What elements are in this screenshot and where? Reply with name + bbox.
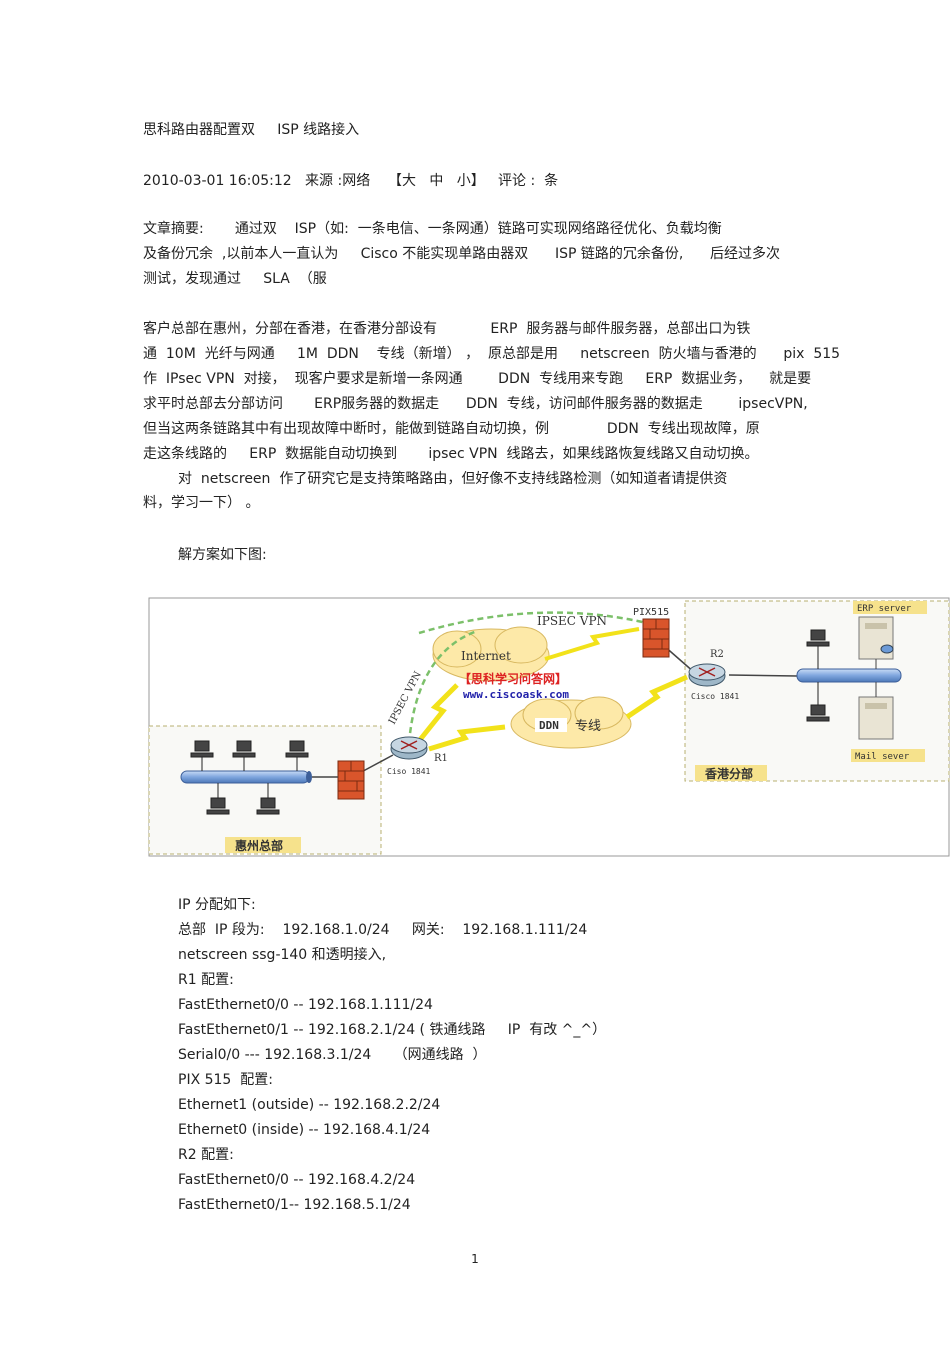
abstract-line: 及备份冗余 ,以前本人一直认为 Cisco 不能实现单路由器双 ISP 链路的冗…	[143, 246, 781, 262]
mail-server-label: Mail sever	[855, 752, 910, 762]
internet-label: Internet	[461, 649, 511, 663]
ip-line: FastEthernet0/1 -- 192.168.2.1/24 ( 铁通线路…	[178, 1022, 607, 1038]
mail-server-icon	[858, 682, 894, 740]
ip-line: Serial0/0 --- 192.168.3.1/24 （网通线路 ）	[178, 1047, 487, 1063]
body-line: 通 10M 光纤与网通 1M DDN 专线（新增） ， 原总部是用 netscr…	[143, 346, 841, 362]
pc-icon	[806, 629, 830, 722]
ip-line: FastEthernet0/1-- 192.168.5.1/24	[178, 1197, 411, 1213]
link-internet-pix	[544, 627, 640, 661]
body-line: 但当这两条链路其中有出现故障中断时，能做到链路自动切换，例 DDN 专线出现故障…	[143, 421, 760, 437]
network-diagram: IPSEC VPN IPSEC VPN PIX515 Internet 【思科学…	[148, 597, 950, 857]
body-line: 求平时总部去分部访问 ERP服务器的数据走 DDN 专线，访问邮件服务器的数据走…	[143, 396, 808, 412]
ddn-cloud	[510, 696, 632, 749]
ip-line: FastEthernet0/0 -- 192.168.4.2/24	[178, 1172, 416, 1188]
page-number: 1	[471, 1252, 479, 1266]
ddn-label: DDN	[539, 719, 559, 732]
body-line: 作 IPsec VPN 对接， 现客户要求是新增一条网通 DDN 专线用来专跑 …	[143, 371, 812, 387]
ciso1841-r1-label: Ciso 1841	[387, 767, 431, 776]
ip-line: 总部 IP 段为: 192.168.1.0/24 网关: 192.168.1.1…	[178, 922, 588, 938]
ipsec-vpn-top-label: IPSEC VPN	[537, 614, 607, 628]
ip-line: FastEthernet0/0 -- 192.168.1.111/24	[178, 997, 433, 1013]
ip-line: R2 配置:	[178, 1147, 234, 1163]
abstract-line: 文章摘要: 通过双 ISP（如: 一条电信、一条网通）链路可实现网络路径优化、负…	[143, 221, 722, 237]
pc-icon	[190, 740, 309, 815]
r2-router-icon	[688, 663, 726, 687]
ip-line: IP 分配如下:	[178, 897, 256, 913]
ipsec-vpn-diag	[407, 629, 478, 744]
ipsec-vpn-top	[418, 611, 648, 635]
note-line: 对 netscreen 作了研究它是支持策略路由，但好像不支持线路检测（如知道者…	[178, 471, 728, 487]
r1-label: R1	[434, 753, 448, 764]
body-line: 客户总部在惠州，分部在香港，在香港分部设有 ERP 服务器与邮件服务器，总部出口…	[143, 321, 751, 337]
hk-lan-bus	[796, 668, 902, 683]
hq-firewall-icon	[337, 760, 365, 800]
watermark-cn: 【思科学习问答网】	[459, 671, 567, 686]
internet-cloud	[432, 626, 550, 682]
hq-lan-bus	[180, 770, 310, 784]
watermark-url: www.ciscoask.com	[463, 688, 569, 701]
r1-router-icon	[390, 736, 428, 760]
link-ddn-r2	[625, 674, 689, 720]
hz-hq-label: 惠州总部	[235, 838, 283, 853]
article-meta: 2010-03-01 16:05:12 来源 :网络 【大 中 小】 评论 : …	[143, 173, 559, 189]
cisco1841-r2-label: Cisco 1841	[691, 692, 739, 701]
zhuanxian-label: 专线	[575, 719, 601, 734]
solution-label: 解方案如下图:	[178, 547, 267, 563]
ip-line: netscreen ssg-140 和透明接入,	[178, 947, 387, 963]
ip-line: Ethernet1 (outside) -- 192.168.2.2/24	[178, 1097, 441, 1113]
ip-line: PIX 515 配置:	[178, 1072, 273, 1088]
ip-line: R1 配置:	[178, 972, 234, 988]
link-r1-ddn	[428, 724, 506, 752]
erp-server-label: ERP server	[857, 604, 912, 614]
erp-server-icon	[858, 616, 894, 669]
abstract-line: 测试，发现通过 SLA （服	[143, 271, 327, 287]
hk-branch-label: 香港分部	[704, 766, 753, 781]
ip-line: Ethernet0 (inside) -- 192.168.4.1/24	[178, 1122, 431, 1138]
body-line: 走这条线路的 ERP 数据能自动切换到 ipsec VPN 线路去，如果线路恢复…	[143, 446, 759, 462]
link-r1-internet	[417, 683, 459, 743]
pix515-firewall-icon	[642, 618, 670, 658]
r2-label: R2	[710, 649, 724, 660]
pix515-label: PIX515	[633, 607, 669, 618]
note-line: 料，学习一下） 。	[143, 495, 260, 511]
article-title: 思科路由器配置双 ISP 线路接入	[143, 122, 360, 138]
